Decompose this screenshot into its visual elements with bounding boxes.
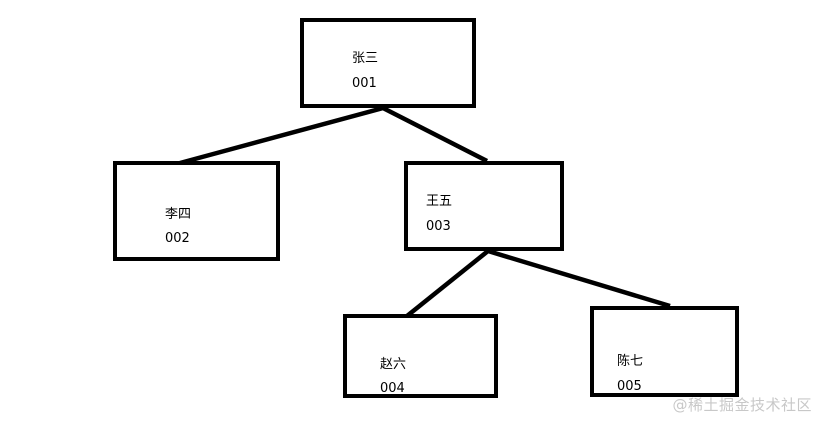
edges-layer	[179, 105, 671, 318]
node-box	[113, 161, 280, 261]
node-id-label: 003	[426, 219, 451, 234]
node-zhaoliu: 赵六 004	[343, 314, 498, 398]
node-id-label: 001	[352, 76, 377, 91]
node-id-label: 002	[165, 231, 190, 246]
node-name-label: 李四	[165, 207, 191, 222]
node-wangwu: 王五 003	[404, 161, 564, 251]
node-name-label: 赵六	[380, 357, 406, 372]
node-id-label: 005	[617, 379, 642, 394]
node-name-label: 王五	[426, 194, 452, 209]
edge-zhangsan-wangwu	[381, 105, 489, 164]
nodes-layer: 张三 001 李四 002 王五 003 赵六 004 陈七 005	[113, 18, 739, 398]
node-name-label: 陈七	[617, 353, 643, 369]
node-box	[404, 161, 564, 251]
node-chenqi: 陈七 005	[590, 306, 739, 397]
node-zhangsan: 张三 001	[300, 18, 476, 108]
watermark: @稀土掘金技术社区	[672, 396, 812, 414]
node-box	[343, 314, 498, 398]
node-box	[590, 306, 739, 397]
edge-wangwu-zhaoliu	[405, 249, 490, 318]
node-id-label: 004	[380, 381, 405, 396]
node-box	[300, 18, 476, 108]
edge-zhangsan-lisi	[179, 105, 384, 166]
node-lisi: 李四 002	[113, 161, 280, 261]
node-name-label: 张三	[352, 51, 378, 66]
edge-wangwu-chenqi	[487, 248, 671, 309]
